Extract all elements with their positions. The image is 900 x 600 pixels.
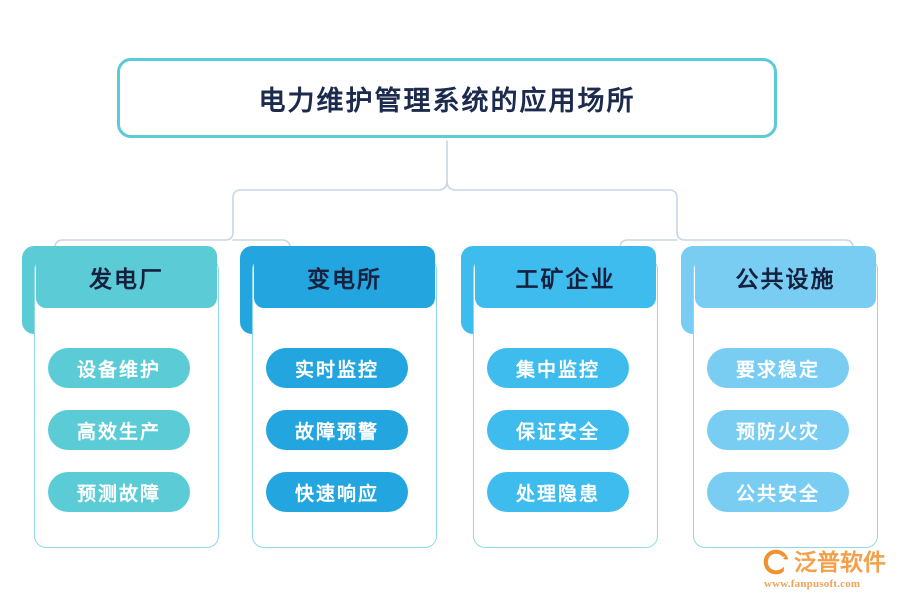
branch-item-label: 预防火灾	[735, 421, 820, 443]
branch-item-label: 集中监控	[515, 359, 600, 381]
branch-item-label: 快速响应	[294, 483, 379, 505]
connector-left-trunk	[224, 189, 439, 241]
page-title: 电力维护管理系统的应用场所	[258, 85, 636, 116]
brand-name: 泛普软件	[794, 549, 886, 575]
brand-watermark: 泛普软件 www.fanpusoft.com	[762, 548, 894, 594]
branch-header-public-facility[interactable]: 公共设施	[695, 246, 876, 308]
branch-item[interactable]: 保证安全	[487, 410, 629, 450]
branch-item[interactable]: 公共安全	[707, 472, 849, 512]
branch-item-label: 处理隐患	[515, 483, 600, 505]
branch-column-industrial-mining[interactable]: 工矿企业 集中监控 保证安全 处理隐患	[461, 240, 658, 548]
branch-item-label: 设备维护	[76, 359, 161, 381]
branch-item-label: 公共安全	[735, 483, 820, 505]
connector-root-stem	[437, 140, 448, 191]
branch-item[interactable]: 预测故障	[48, 472, 190, 512]
branch-item[interactable]: 快速响应	[266, 472, 408, 512]
branch-column-power-plant[interactable]: 发电厂 设备维护 高效生产 预测故障	[22, 240, 219, 548]
branch-item-label: 预测故障	[76, 483, 161, 505]
branch-header-industrial-mining[interactable]: 工矿企业	[475, 246, 656, 308]
branch-item-label: 高效生产	[76, 421, 161, 443]
fanpu-swoosh-icon	[763, 549, 789, 575]
branch-item[interactable]: 设备维护	[48, 348, 190, 388]
branch-item-list: 设备维护 高效生产 预测故障	[48, 348, 206, 512]
branch-header-label: 发电厂	[89, 267, 164, 292]
branch-item[interactable]: 集中监控	[487, 348, 629, 388]
brand-url: www.fanpusoft.com	[764, 578, 861, 590]
branch-item[interactable]: 高效生产	[48, 410, 190, 450]
branch-item-list: 要求稳定 预防火灾 公共安全	[707, 348, 865, 512]
branch-item[interactable]: 要求稳定	[707, 348, 849, 388]
branch-header-label: 工矿企业	[515, 267, 616, 292]
branch-header-label: 变电所	[307, 267, 382, 292]
branch-header-power-plant[interactable]: 发电厂	[36, 246, 217, 308]
branch-item[interactable]: 实时监控	[266, 348, 408, 388]
branch-header-substation[interactable]: 变电所	[254, 246, 435, 308]
branch-column-public-facility[interactable]: 公共设施 要求稳定 预防火灾 公共安全	[681, 240, 878, 548]
branch-item-label: 要求稳定	[735, 359, 820, 381]
branch-item[interactable]: 预防火灾	[707, 410, 849, 450]
branch-item-label: 保证安全	[515, 421, 600, 443]
branch-item-list: 集中监控 保证安全 处理隐患	[487, 348, 645, 512]
connector-root-stem-right	[446, 180, 457, 191]
branch-header-label: 公共设施	[735, 267, 836, 292]
brand-logo-row: 泛普软件	[762, 548, 886, 576]
branch-item[interactable]: 处理隐患	[487, 472, 629, 512]
branch-item-label: 实时监控	[294, 359, 379, 381]
diagram-root-node: 电力维护管理系统的应用场所	[117, 58, 777, 138]
connector-right-trunk	[455, 189, 686, 241]
branch-item-label: 故障预警	[294, 421, 379, 443]
branch-item[interactable]: 故障预警	[266, 410, 408, 450]
branch-column-substation[interactable]: 变电所 实时监控 故障预警 快速响应	[240, 240, 437, 548]
branch-item-list: 实时监控 故障预警 快速响应	[266, 348, 424, 512]
